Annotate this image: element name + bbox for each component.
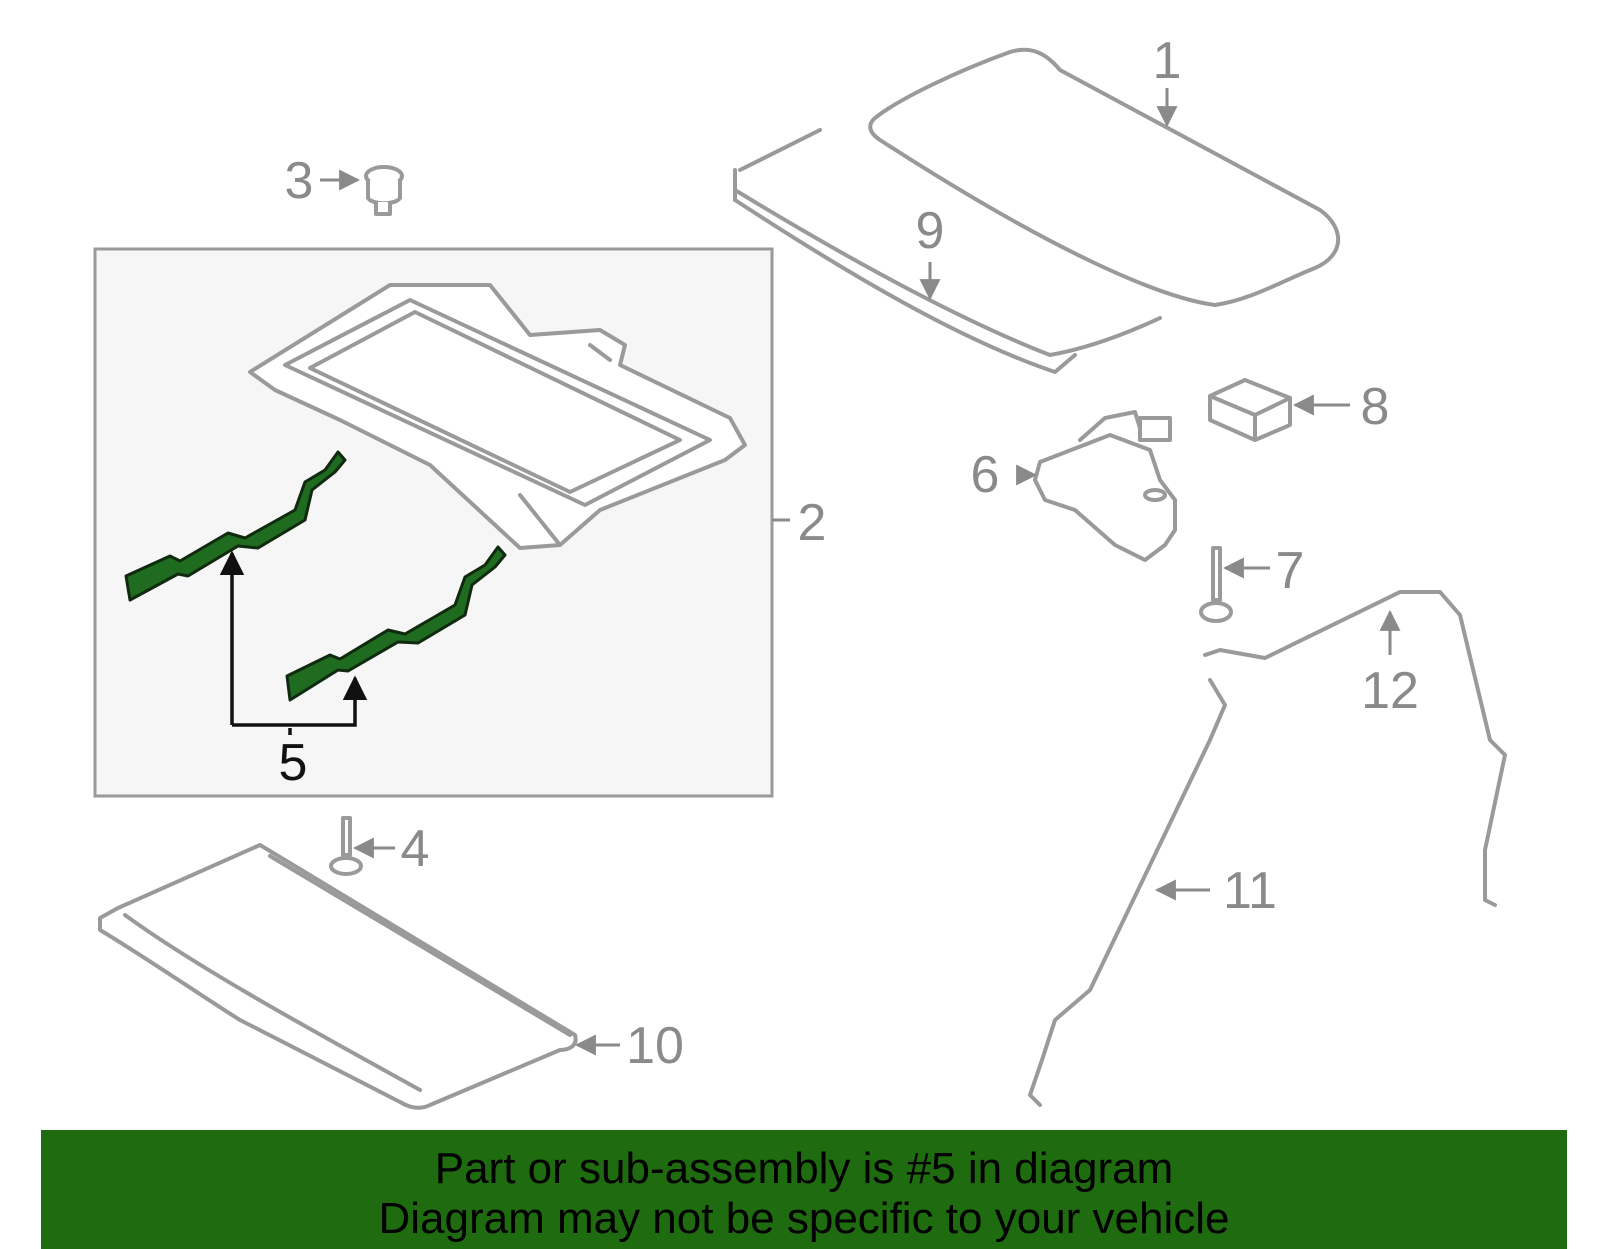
callout-8: 8 [1361, 378, 1390, 436]
sunshade-part-10 [98, 843, 578, 1110]
callout-12: 12 [1361, 662, 1419, 720]
sunroof-frame-part-2 [248, 283, 747, 550]
callout-2: 2 [798, 494, 827, 552]
banner-line-disclaimer: Diagram may not be specific to your vehi… [378, 1194, 1230, 1243]
info-banner: Part or sub-assembly is #5 in diagram Di… [41, 1130, 1567, 1249]
callout-3: 3 [285, 152, 314, 210]
callout-9: 9 [916, 202, 945, 260]
callout-10: 10 [626, 1017, 684, 1075]
bolt-part-4 [329, 816, 363, 876]
clip-part-3 [364, 165, 404, 216]
glass-panel-part-1 [868, 47, 1341, 307]
callout-5: 5 [279, 734, 308, 792]
callout-labels: 1 2 3 4 5 6 7 8 9 10 11 12 [279, 32, 1419, 1075]
bolt-part-7 [1199, 546, 1233, 623]
callout-7: 7 [1276, 542, 1305, 600]
callout-4: 4 [401, 820, 430, 878]
motor-part-6 [1033, 410, 1177, 562]
callout-11: 11 [1223, 862, 1277, 920]
callout-1: 1 [1153, 32, 1182, 90]
leader-lines [219, 88, 1401, 1056]
guide-rail-right-part-5 [285, 545, 507, 702]
guide-rail-left-part-5 [124, 450, 347, 602]
module-part-8 [1208, 378, 1292, 442]
callout-6: 6 [971, 446, 1000, 504]
drain-hose-part-11 [1028, 678, 1227, 1107]
drain-hose-part-12 [1203, 590, 1507, 907]
glass-seal-part-9 [733, 128, 1162, 374]
banner-line-part-info: Part or sub-assembly is #5 in diagram [434, 1144, 1174, 1193]
